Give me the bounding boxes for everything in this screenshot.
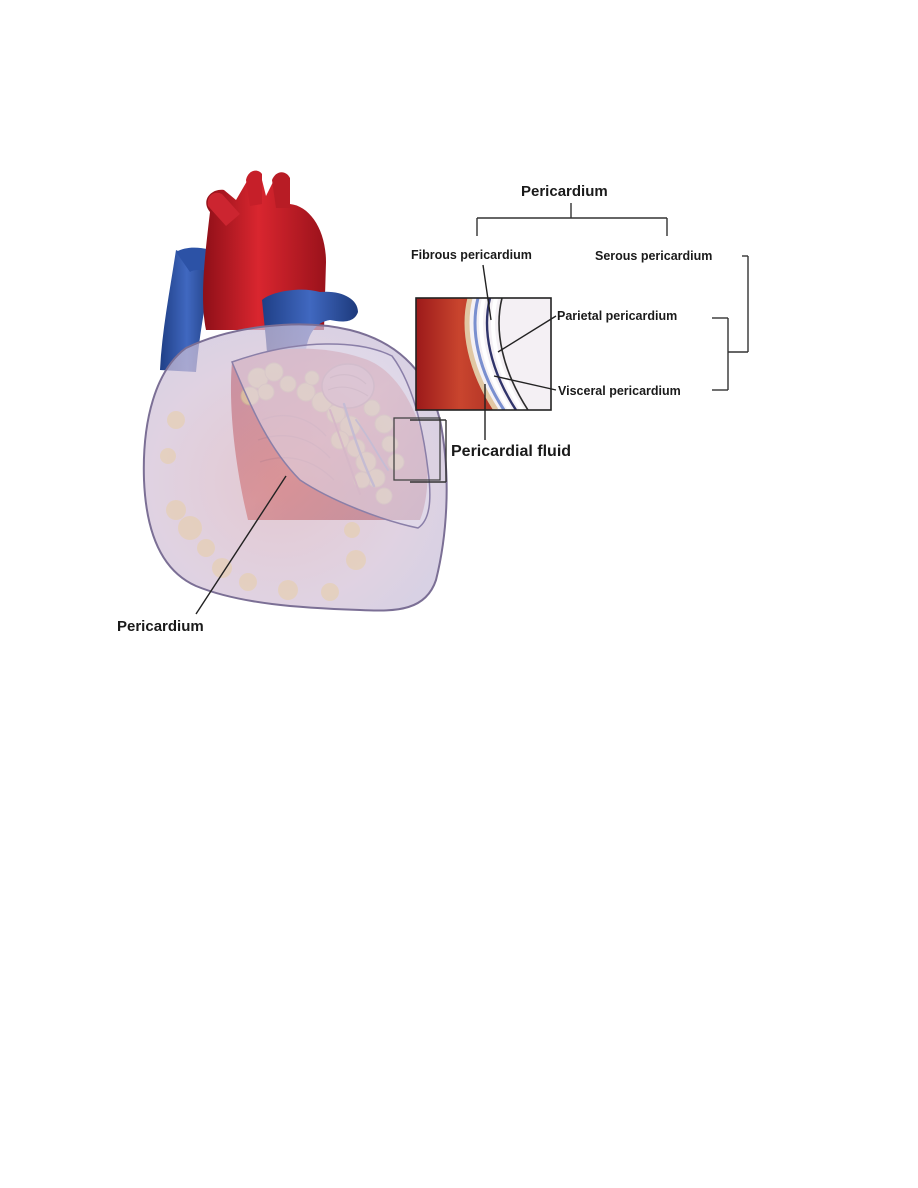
heart-illustration [142, 170, 749, 615]
pericardium-flap [231, 343, 431, 529]
superior-vena-cava [160, 250, 214, 372]
aortic-branch-1 [246, 170, 262, 206]
label-serous-pericardium: Serous pericardium [595, 249, 713, 263]
inset-magnified-layers [416, 298, 551, 410]
label-pericardium-top: Pericardium [521, 183, 608, 200]
aortic-branch-2 [272, 172, 290, 208]
classification-bracket [410, 203, 749, 483]
label-visceral-pericardium: Visceral pericardium [558, 384, 681, 398]
label-parietal-pericardium: Parietal pericardium [557, 309, 678, 323]
label-pericardium-bottom: Pericardium [117, 618, 204, 635]
label-pericardial-fluid: Pericardial fluid [451, 443, 572, 460]
heart-pericardium-diagram: Pericardium Fibrous pericardium Serous p… [117, 170, 749, 635]
aortic-branch-3 [207, 192, 240, 226]
leader-lines [195, 264, 557, 615]
label-fibrous-pericardium: Fibrous pericardium [411, 248, 532, 262]
